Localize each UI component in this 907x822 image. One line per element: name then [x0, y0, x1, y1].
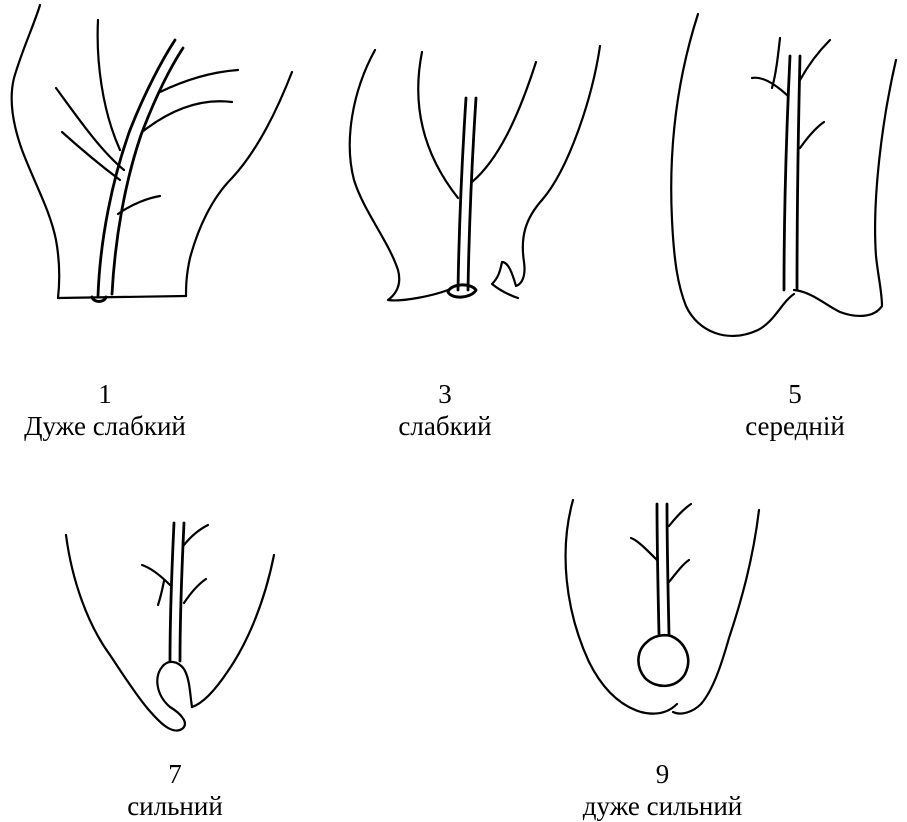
petiole-right: [667, 504, 669, 634]
vein-3: [669, 560, 689, 582]
petiole-junction: [448, 285, 476, 297]
petiole-knob: [638, 635, 688, 686]
leaf-base-drawing-9: [545, 490, 780, 740]
leaf-edge-right: [673, 510, 759, 714]
vein-3: [62, 132, 120, 180]
vein-2: [56, 88, 124, 170]
leaf-edge-right: [186, 72, 292, 296]
vein-4: [142, 101, 232, 132]
vein-2: [472, 62, 536, 182]
petiole-right: [180, 523, 184, 661]
leaf-base-drawing-5: [660, 0, 907, 350]
leaf-edge-left: [671, 14, 794, 336]
petiole-left: [657, 504, 659, 634]
leaf-base-line: [58, 296, 186, 298]
leaf-base-svg-7: [50, 505, 300, 755]
petiole-right: [797, 56, 800, 290]
leaf-base-drawing-7: [50, 505, 300, 755]
leaf-base-drawing-3: [330, 0, 630, 345]
leaf-base-svg-5: [660, 0, 907, 350]
leaf-base-svg-9: [545, 490, 780, 740]
vein-3: [184, 525, 208, 545]
vein-2: [158, 581, 164, 605]
vein-1: [142, 565, 170, 585]
vein-4: [800, 122, 824, 148]
figure-label-5: середній: [725, 410, 865, 442]
leaf-edge-right: [192, 555, 274, 707]
figure-caption-5: 5 середній: [725, 378, 865, 442]
figure-caption-9: 9 дуже сильний: [545, 758, 780, 822]
figure-label-1: Дуже слабкий: [0, 410, 210, 442]
figure-label-3: слабкий: [380, 410, 510, 442]
vein-3: [800, 40, 830, 80]
vein-5: [160, 70, 238, 92]
leaf-base-svg-3: [330, 0, 630, 345]
figure-label-9: дуже сильний: [545, 790, 780, 822]
leaf-edge-left: [566, 500, 677, 714]
leaf-base-svg-1: [0, 0, 300, 345]
petiole-left: [784, 56, 790, 290]
vein-1: [98, 20, 120, 150]
figure-number-9: 9: [545, 758, 780, 790]
vein-1: [418, 52, 458, 198]
leaf-base-drawing-1: [0, 0, 300, 345]
vein-2: [669, 504, 691, 526]
figure-caption-1: 1 Дуже слабкий: [0, 378, 210, 442]
figure-caption-7: 7 сильний: [100, 758, 250, 822]
leaf-edge-left: [350, 50, 448, 300]
figure-number-3: 3: [380, 378, 510, 410]
petiole-left: [98, 40, 175, 296]
vein-1: [631, 538, 657, 560]
leaf-edge-right: [794, 60, 896, 316]
leaf-edge-left: [12, 5, 60, 298]
figure-label-7: сильний: [100, 790, 250, 822]
petiole-left: [458, 98, 466, 290]
petiole-right: [112, 48, 183, 294]
leaf-edge-right: [492, 46, 600, 298]
vein-2: [772, 38, 780, 88]
vein-1: [752, 78, 788, 96]
petiole-right: [468, 98, 476, 290]
petiole-left: [170, 523, 174, 661]
figure-caption-3: 3 слабкий: [380, 378, 510, 442]
figure-number-1: 1: [0, 378, 210, 410]
vein-4: [184, 579, 206, 603]
figure-number-5: 5: [725, 378, 865, 410]
figure-number-7: 7: [100, 758, 250, 790]
